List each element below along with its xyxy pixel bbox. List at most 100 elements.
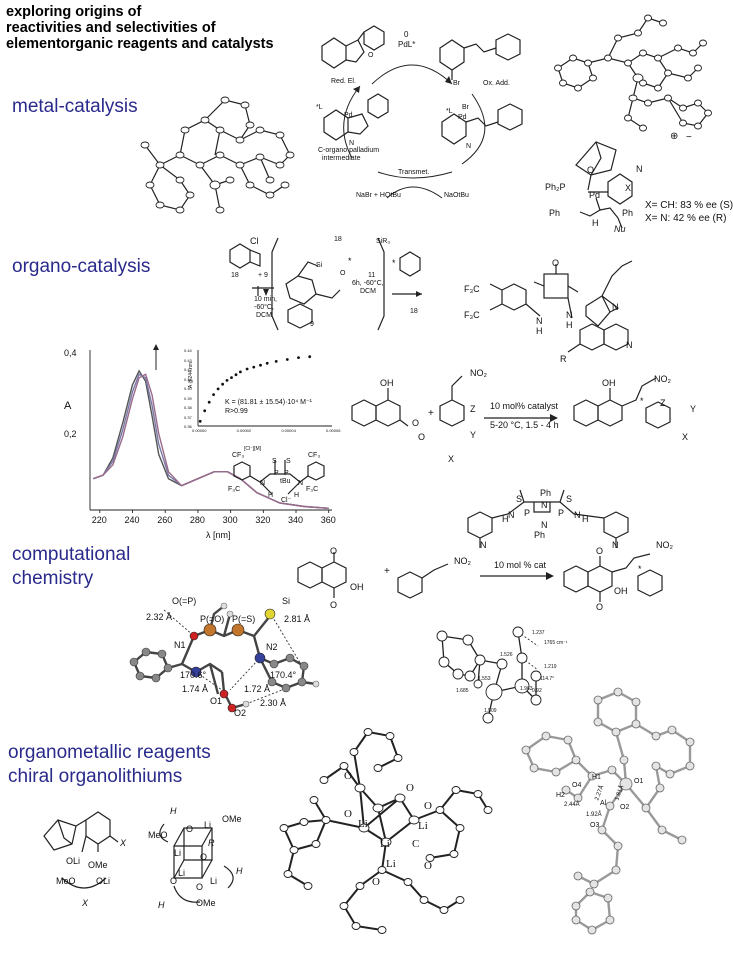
red-el-label: Red. El. bbox=[331, 78, 356, 85]
cmpd-18-label: 18 bbox=[231, 272, 239, 279]
nh-right-h: H bbox=[566, 320, 573, 330]
al-o4: O4 bbox=[572, 782, 582, 789]
x-tick-label: 220 bbox=[91, 515, 107, 525]
pd0-label: 0 bbox=[404, 30, 409, 39]
x-tick-label: 240 bbox=[124, 515, 140, 525]
bisthiophos-s2: S bbox=[566, 494, 573, 504]
comp-d3: 1.74 Å bbox=[182, 684, 209, 694]
al-d4: 1.92Å bbox=[586, 812, 602, 818]
ph-left-label: Ph bbox=[549, 208, 561, 218]
star-organo-product: * bbox=[392, 258, 396, 268]
x-tick-label: 260 bbox=[157, 515, 173, 525]
inset-y-tick-label: 0.40 bbox=[184, 386, 192, 391]
product-oh: OH bbox=[602, 378, 616, 388]
inset-data-point bbox=[297, 356, 300, 359]
thiophos-p1: P bbox=[274, 470, 279, 477]
star-organo: * bbox=[348, 256, 352, 266]
inset-y-tick-label: 0.36 bbox=[184, 424, 192, 429]
crystal-li-3: Li bbox=[380, 838, 390, 850]
coumarin-o1: O bbox=[412, 418, 420, 428]
naphtho-oh: OH bbox=[350, 582, 364, 592]
thiophos-f3c-left: F₃C bbox=[228, 486, 241, 493]
x-tick-label: 280 bbox=[189, 515, 205, 525]
squaramide-catalyst bbox=[489, 260, 633, 353]
ts-v6: 1.963 bbox=[520, 686, 533, 692]
spectrum-series-line bbox=[93, 373, 329, 509]
title-line-3: elementorganic reagents and catalysts bbox=[6, 36, 274, 52]
coumarin-o2: O bbox=[418, 432, 426, 442]
cluster-li-c: Li bbox=[178, 868, 186, 878]
bisthiophos-nme-right: N bbox=[612, 540, 619, 550]
r-value: R>0.99 bbox=[225, 408, 248, 415]
bisthiophos-h-right: H bbox=[582, 514, 589, 524]
product-x: X bbox=[682, 432, 689, 442]
minus-charge: − bbox=[686, 132, 692, 143]
n-quinoline: N bbox=[626, 340, 633, 350]
pd-ligand-crystal-structure bbox=[554, 14, 712, 132]
al-h1: H1 bbox=[592, 774, 601, 781]
inset-y-tick-label: 0.42 bbox=[184, 367, 192, 372]
nh-right-n: N bbox=[566, 310, 573, 320]
heading-metal-catalysis: metal-catalysis bbox=[12, 96, 138, 117]
thiophos-h2: H bbox=[294, 492, 300, 499]
nh-left-h: H bbox=[536, 326, 543, 336]
organo-silicon-scheme bbox=[229, 237, 422, 331]
catalytic-cycle bbox=[321, 25, 523, 199]
ee-result-2: X= N: 42 % ee (R) bbox=[645, 213, 727, 224]
lithium-phenolate-structure bbox=[43, 811, 119, 889]
al-o1: O1 bbox=[634, 778, 644, 785]
cond-dcm-2: DCM bbox=[360, 288, 376, 295]
naphtho-plus: + bbox=[384, 566, 390, 577]
comp-a2: 170.4° bbox=[270, 670, 297, 680]
naphtho-no2: NO₂ bbox=[454, 556, 471, 566]
inset-data-point bbox=[207, 400, 211, 404]
inset-y-label: A @244 nm bbox=[188, 361, 195, 389]
comp-o-eq-p: O(=P) bbox=[172, 596, 197, 606]
inset-y-tick-label: 0.38 bbox=[184, 405, 192, 410]
li-oli: OLi bbox=[66, 856, 81, 866]
heading-computational-line1: computational bbox=[12, 544, 131, 565]
naphtho-prod-oh: OH bbox=[614, 586, 628, 596]
michael-cond-1: 10 mol% catalyst bbox=[490, 401, 559, 411]
al-o3: O3 bbox=[590, 822, 600, 829]
inset-x-tick-label: 0.00000 bbox=[192, 428, 207, 433]
comp-n2: N2 bbox=[266, 642, 278, 652]
nh-left-n: N bbox=[536, 316, 543, 326]
fit-equation: K = (81.81 ± 15.54)·10⁴ M⁻¹ bbox=[225, 399, 313, 406]
inset-y-tick-label: 0.43 bbox=[184, 357, 192, 363]
n-left-label: N bbox=[349, 140, 355, 147]
cluster-o-c: O bbox=[170, 876, 178, 886]
inset-data-point bbox=[234, 373, 238, 377]
cluster-o-a: O bbox=[186, 824, 194, 834]
o-ligand-label: O bbox=[587, 165, 595, 175]
plus9-label: + 9 bbox=[258, 272, 268, 279]
li-meo: MeO bbox=[56, 876, 76, 886]
ligand-left-label: *L bbox=[316, 104, 323, 111]
crystal-o-5: O bbox=[424, 800, 432, 812]
ox-add-label: Ox. Add. bbox=[483, 80, 510, 87]
inset-data-point bbox=[265, 361, 269, 365]
bisthiophos-nh-right: N bbox=[574, 510, 581, 520]
coumarin-michael-scheme bbox=[351, 375, 671, 429]
pd-ligand-label: Pd bbox=[589, 190, 601, 200]
nu-label: Nu bbox=[614, 224, 626, 234]
sub-y: Y bbox=[470, 430, 477, 440]
inset-x-tick-label: 0.00004 bbox=[281, 428, 296, 433]
inset-y-tick-label: 0.44 bbox=[184, 348, 192, 353]
computational-model bbox=[129, 602, 320, 713]
cluster-li-b: Li bbox=[174, 848, 182, 858]
ts-v8: 0.92 bbox=[532, 688, 542, 694]
x-tick-label: 300 bbox=[222, 515, 238, 525]
inset-data-point bbox=[216, 387, 220, 391]
transmet-label: Transmet. bbox=[398, 169, 430, 176]
plus-charge: ⊕ bbox=[670, 131, 679, 142]
bisthiophos-n1: N bbox=[541, 500, 548, 510]
ts-v4: 1.685 bbox=[456, 688, 469, 694]
bisthiophos-ph-top: Ph bbox=[540, 488, 552, 498]
ee-result-1: X= CH: 83 % ee (S) bbox=[645, 200, 733, 211]
naphtho-o-top: O bbox=[330, 546, 338, 556]
cluster-ome3: OMe bbox=[196, 898, 216, 908]
n-right-label: N bbox=[466, 143, 472, 150]
bisthiophos-nh-left: N bbox=[508, 510, 515, 520]
ts-v10: 1765 cm⁻¹ bbox=[544, 640, 568, 646]
